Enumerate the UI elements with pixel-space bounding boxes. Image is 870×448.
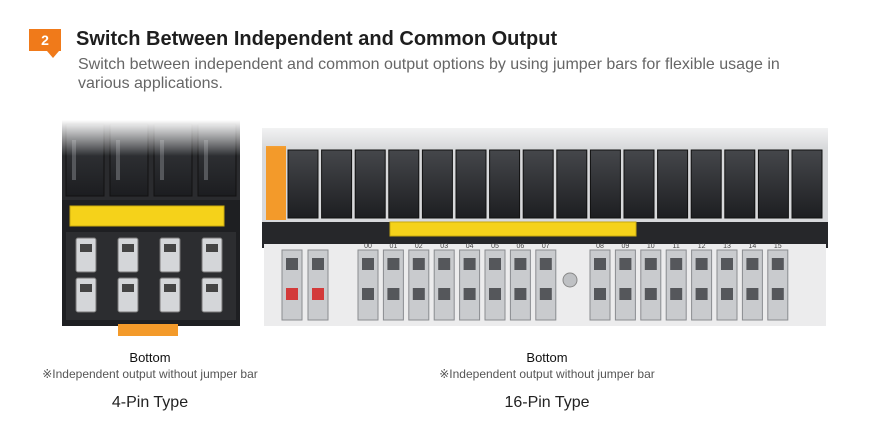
terminal-screw — [594, 288, 606, 300]
terminal-screw — [695, 258, 708, 270]
section-title: Switch Between Independent and Common Ou… — [76, 28, 558, 50]
relay-module — [321, 149, 353, 219]
terminal-screw — [362, 258, 374, 270]
relay-module — [657, 149, 689, 219]
relay-module — [489, 149, 521, 219]
terminal-number: 13 — [723, 243, 731, 250]
terminal-screw — [387, 288, 400, 300]
terminal-screw — [670, 288, 683, 300]
terminal-screw — [438, 258, 451, 270]
relay-module — [354, 149, 386, 219]
step-badge: 2 — [29, 29, 61, 58]
terminal-screw — [539, 288, 552, 300]
relay-module — [690, 149, 722, 219]
terminal-screw — [644, 288, 657, 300]
terminal-number: 02 — [415, 243, 423, 250]
relay-module — [791, 149, 823, 219]
terminal-screw — [721, 258, 733, 270]
terminal-screw — [489, 288, 501, 300]
relay-module — [589, 149, 621, 219]
terminal-number: 04 — [466, 243, 474, 250]
terminal-screw — [619, 288, 632, 300]
relay-module — [421, 149, 453, 219]
sixteen-pin-relay-photo: 00 01 02 03 04 05 06 07 08 09 10 11 12 13 14 15 — [258, 118, 832, 332]
terminal-number: 07 — [542, 243, 550, 250]
terminal-screw — [721, 288, 733, 300]
terminal-screw — [539, 258, 552, 270]
terminal-number: 05 — [491, 243, 499, 250]
relay-module — [522, 149, 554, 219]
terminal-screw — [286, 258, 298, 270]
four-pin-caption-title: Bottom — [129, 350, 171, 365]
terminal-screw — [514, 258, 527, 270]
terminal-number: 10 — [647, 243, 655, 250]
four-pin-caption-note: ※Independent output without jumper bar — [42, 367, 258, 381]
four-pin-relay-photo — [62, 120, 240, 336]
terminal-screw — [771, 258, 784, 270]
terminal-screw — [695, 288, 708, 300]
relay-module — [623, 149, 655, 219]
terminal-number: 11 — [673, 243, 680, 250]
four-pin-caption: Bottom ※Independent output without jumpe… — [0, 350, 300, 381]
terminal-screw — [514, 288, 527, 300]
terminal-number: 01 — [390, 243, 398, 250]
relay-module — [757, 149, 789, 219]
terminal-screw — [412, 288, 425, 300]
terminal-number: 06 — [517, 243, 525, 250]
relay-module — [556, 149, 588, 219]
terminal-number: 09 — [622, 243, 630, 250]
section-subtitle: Switch between independent and common ou… — [78, 56, 780, 92]
terminal-screw — [670, 258, 683, 270]
terminal-screw — [619, 258, 632, 270]
terminal-screw — [771, 288, 784, 300]
terminal-screw — [312, 258, 324, 270]
terminal-screw — [594, 258, 606, 270]
terminal-screw — [463, 288, 476, 300]
terminal-screw — [746, 288, 759, 300]
terminal-screw — [463, 258, 476, 270]
terminal-number: 12 — [698, 243, 706, 250]
terminal-screw — [489, 258, 501, 270]
terminal-screw — [746, 258, 759, 270]
sixteen-pin-caption: Bottom ※Independent output without jumpe… — [397, 350, 697, 381]
terminal-screw — [362, 288, 374, 300]
terminal-number: 15 — [774, 243, 782, 250]
terminal-number: 03 — [440, 243, 448, 250]
relay-module — [724, 149, 756, 219]
terminal-number: 00 — [364, 243, 372, 250]
terminal-number: 08 — [596, 243, 604, 250]
relay-module — [287, 149, 319, 219]
sixteen-pin-type-label: 16-Pin Type — [504, 394, 590, 411]
terminal-screw — [438, 288, 451, 300]
terminal-screw — [387, 258, 400, 270]
four-pin-type-label: 4-Pin Type — [111, 394, 189, 411]
terminal-screw — [286, 288, 298, 300]
terminal-screw — [644, 258, 657, 270]
relay-module — [388, 149, 420, 219]
terminal-screw — [312, 288, 324, 300]
relay-module — [455, 149, 487, 219]
terminal-number: 14 — [749, 243, 757, 250]
sixteen-pin-caption-title: Bottom — [526, 350, 568, 365]
terminal-screw — [412, 258, 425, 270]
sixteen-pin-caption-note: ※Independent output without jumper bar — [439, 367, 655, 381]
